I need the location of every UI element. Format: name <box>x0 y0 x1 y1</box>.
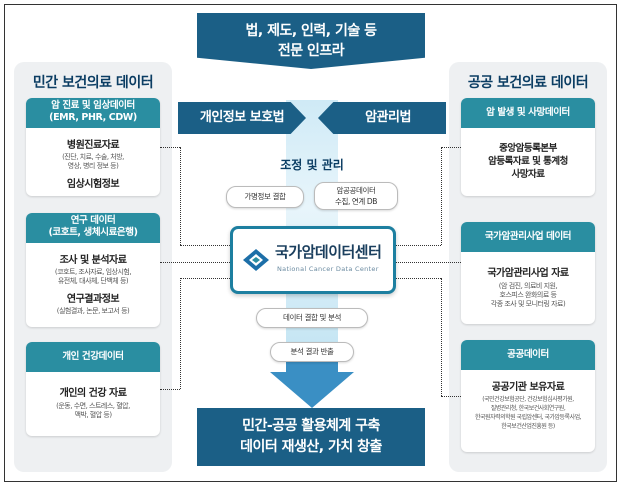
pill-cancer-db: 암공공데이터 수집, 연계 DB <box>314 182 398 210</box>
pill-pseudonym-combine: 가명정보 결합 <box>226 186 304 208</box>
left-card-clinical: 암 진료 및 임상데이터 (EMR, PHR, CDW) 병원진료자료 (진단,… <box>26 98 160 196</box>
card-sub-text: (운동, 수면, 스트레스, 혈압, 맥박, 혈압 등) <box>26 402 160 420</box>
pill-db-line: 암공공데이터 <box>336 186 376 195</box>
top-banner-line2: 전문 인프라 <box>277 43 345 59</box>
left-card-personal-head: 개인 건강데이터 <box>26 342 160 372</box>
card-sub-text: (진단, 치료, 수술, 처방, 영상, 병리 정보 등) <box>26 153 160 171</box>
card-main-text: 공공기관 보유자료 <box>491 382 565 393</box>
left-card-personal: 개인 건강데이터 개인의 건강 자료 (운동, 수면, 스트레스, 혈압, 맥박… <box>26 342 160 436</box>
card-sub-line: (실험결과, 논문, 보고서 등) <box>56 307 130 315</box>
connector-left-upper-join <box>180 245 230 246</box>
right-card-public: 공공데이터 공공기관 보유자료 (국민건강보험공단, 건강보험심사평가원, 질병… <box>461 340 595 452</box>
card-sub-line: 맥박, 혈압 등) <box>74 411 112 419</box>
card-sub-text: (코호트, 조사자료, 임상시험, 유전체, 대사체, 단백체 등) <box>26 268 160 286</box>
connector-right-mid <box>396 262 461 263</box>
card-head-line2: (EMR, PHR, CDW) <box>49 112 137 123</box>
card-head-line1: 암 진료 및 임상데이터 <box>51 100 135 111</box>
left-card-clinical-body: 병원진료자료 (진단, 치료, 수술, 처방, 영상, 병리 정보 등) 임상시… <box>26 136 160 190</box>
card-sub-line: (운동, 수면, 스트레스, 혈압, <box>56 402 130 410</box>
card-head-line1: 공공데이터 <box>507 349 549 360</box>
card-main-line: 암등록자료 및 통계청 <box>488 156 568 167</box>
card-sub-line: 유전체, 대사체, 단백체 등) <box>57 277 129 285</box>
connector-right-top-vertical <box>441 147 442 245</box>
center-name: 국가암데이터센터 <box>275 243 382 261</box>
card-sub-line: (코호트, 조사자료, 임상시험, <box>54 268 132 276</box>
connector-left-bottom-vertical <box>180 278 181 389</box>
right-card-incidence: 암 발생 및 사망데이터 중앙암등록본부 암등록자료 및 통계청 사망자료 <box>461 98 595 196</box>
card-sub-line: 호스피스 완화의료 등 <box>499 291 557 299</box>
card-head-line1: 국가암관리사업 데이터 <box>484 231 572 242</box>
connector-left-top <box>160 147 180 148</box>
right-panel-title: 공공 보건의료 데이터 <box>467 75 589 91</box>
card-sub-text: (암 검진, 의료비 지원, 호스피스 완화의료 등 각종 조사 및 모니터링 … <box>461 282 595 309</box>
top-banner-line1: 법, 제도, 인력, 기술 등 <box>245 23 378 39</box>
connector-right-bottom <box>441 396 461 397</box>
card-sub-line: 질병관리청, 한국보건사회연구원, <box>490 405 566 412</box>
left-card-research-head: 연구 데이터 (코호트, 생체시료은행) <box>26 213 160 243</box>
card-main-text-2: 연구결과정보 <box>66 294 120 305</box>
right-card-program: 국가암관리사업 데이터 국가암관리사업 자료 (암 검진, 의료비 지원, 호스… <box>461 222 595 324</box>
card-main-text: 국가암관리사업 자료 <box>487 268 569 279</box>
bottom-banner-line2: 데이터 재생산, 가치 창출 <box>240 439 382 455</box>
card-sub-line: (암 검진, 의료비 지원, <box>498 282 558 290</box>
left-card-research-body: 조사 및 분석자료 (코호트, 조사자료, 임상시험, 유전체, 대사체, 단백… <box>26 251 160 316</box>
connector-right-upper-join <box>396 245 441 246</box>
left-card-clinical-head: 암 진료 및 임상데이터 (EMR, PHR, CDW) <box>26 98 160 128</box>
right-card-public-body: 공공기관 보유자료 (국민건강보험공단, 건강보험심사평가원, 질병관리청, 한… <box>461 378 595 431</box>
right-card-public-head: 공공데이터 <box>461 340 595 370</box>
card-sub-text: (국민건강보험공단, 건강보험심사평가원, 질병관리청, 한국보건사회연구원, … <box>461 395 595 431</box>
center-english-name: National Cancer Data Center <box>277 265 379 273</box>
right-card-program-body: 국가암관리사업 자료 (암 검진, 의료비 지원, 호스피스 완화의료 등 각종… <box>461 264 595 309</box>
card-main-line: 사망자료 <box>511 169 545 180</box>
privacy-law-arrow: 개인정보 보호법 <box>178 102 306 134</box>
right-card-incidence-body: 중앙암등록본부 암등록자료 및 통계청 사망자료 <box>461 142 595 181</box>
card-main-text: 개인의 건강 자료 <box>59 388 127 399</box>
card-sub-line: (국민건강보험공단, 건강보험심사평가원, <box>482 396 574 403</box>
connector-left-lower-join <box>180 278 230 279</box>
pill-result-export: 분석 결과 반출 <box>270 342 354 362</box>
right-card-incidence-head: 암 발생 및 사망데이터 <box>461 98 595 128</box>
card-head-line1: 암 발생 및 사망데이터 <box>486 107 570 118</box>
card-sub-line: (진단, 치료, 수술, 처방, <box>62 153 124 161</box>
connector-right-lower-join <box>396 278 441 279</box>
card-head-line1: 연구 데이터 <box>70 215 116 226</box>
card-main-text-2: 임상시험정보 <box>66 179 120 190</box>
connector-left-bottom <box>160 389 180 390</box>
card-sub-line: 영상, 병리 정보 등) <box>67 162 119 170</box>
bottom-banner-line1: 민간-공공 활용체계 구축 <box>242 418 380 434</box>
national-cancer-data-center: 국가암데이터센터 National Cancer Data Center <box>230 226 396 294</box>
cancer-law-arrow: 암관리법 <box>318 102 446 134</box>
left-panel-title: 민간 보건의료 데이터 <box>32 75 154 91</box>
top-infra-banner: 법, 제도, 인력, 기술 등 전문 인프라 <box>197 13 425 69</box>
ncdc-logo-icon <box>243 249 269 271</box>
card-sub-line: 한국보건산업진흥원 등) <box>501 423 555 430</box>
pill-db-line: 수집, 연계 DB <box>334 197 378 206</box>
right-card-program-head: 국가암관리사업 데이터 <box>461 222 595 252</box>
down-arrow-icon <box>270 356 354 408</box>
connector-right-top <box>441 147 461 148</box>
card-head-line1: 개인 건강데이터 <box>62 351 124 362</box>
card-sub-line: 한국원자력의학원 국립암센터, 국가암등록사업, <box>474 414 582 421</box>
coordination-label: 조정 및 관리 <box>280 158 344 172</box>
left-card-personal-body: 개인의 건강 자료 (운동, 수면, 스트레스, 혈압, 맥박, 혈압 등) <box>26 384 160 420</box>
left-card-research: 연구 데이터 (코호트, 생체시료은행) 조사 및 분석자료 (코호트, 조사자… <box>26 213 160 327</box>
card-sub-text-2: (실험결과, 논문, 보고서 등) <box>26 307 160 316</box>
pill-data-combine-analysis: 데이터 결합 및 분석 <box>256 308 368 328</box>
card-head-line2: (코호트, 생체시료은행) <box>48 227 138 238</box>
connector-left-top-vertical <box>180 147 181 245</box>
connector-left-mid <box>160 262 230 263</box>
card-main-text: 조사 및 분석자료 <box>59 255 127 266</box>
bottom-outcome-banner: 민간-공공 활용체계 구축 데이터 재생산, 가치 창출 <box>197 408 425 466</box>
card-main-line: 중앙암등록본부 <box>499 143 557 154</box>
card-main-text: 병원진료자료 <box>66 140 120 151</box>
connector-right-bottom-vertical <box>441 278 442 396</box>
card-sub-line: 각종 조사 및 모니터링 자료) <box>490 300 566 308</box>
